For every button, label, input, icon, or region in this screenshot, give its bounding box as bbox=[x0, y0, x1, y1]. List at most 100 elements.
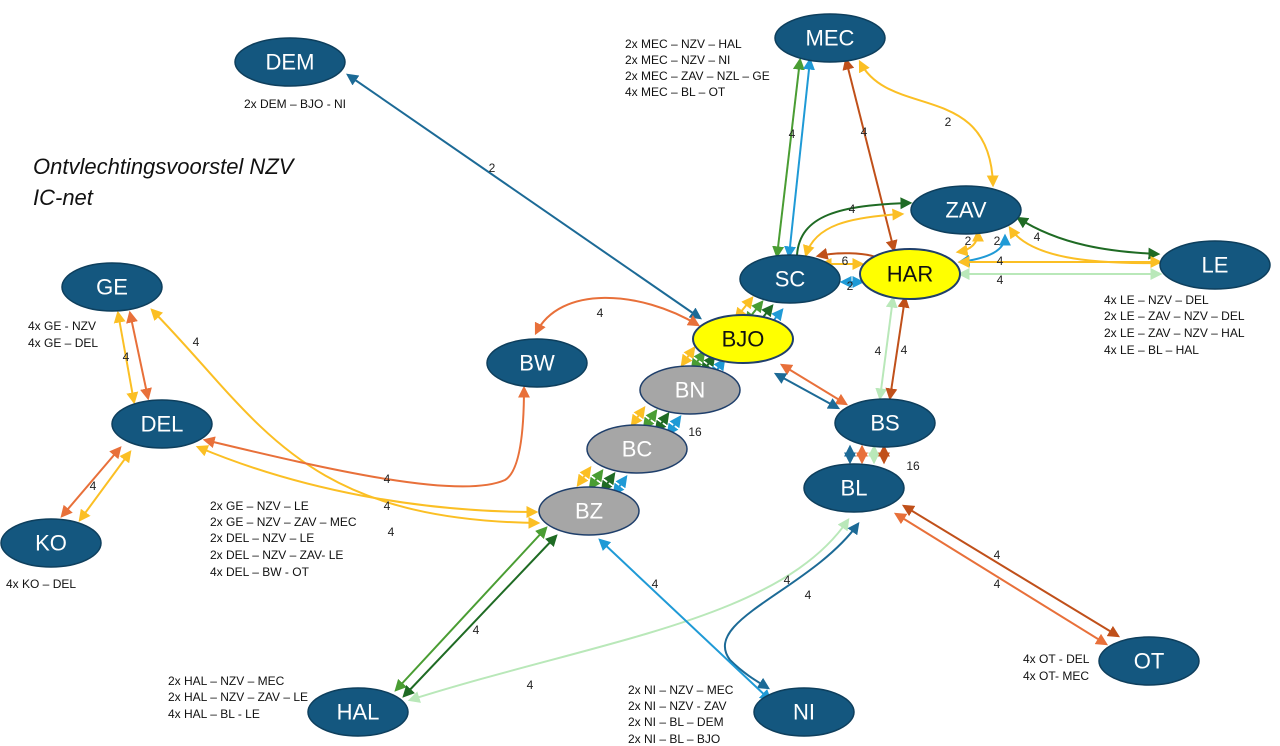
node-label: HAR bbox=[887, 262, 933, 287]
node-label: SC bbox=[775, 267, 806, 292]
label-bw-bjo: 4 bbox=[597, 306, 604, 320]
label-bl-hal: 4 bbox=[784, 573, 791, 587]
label-ge-del: 4 bbox=[123, 350, 130, 364]
note-hal: 2x HAL – NZV – MEC 2x HAL – NZV – ZAV – … bbox=[168, 674, 308, 721]
node-label: OT bbox=[1134, 649, 1165, 674]
edge-sc-zav-yellow bbox=[803, 208, 905, 258]
label-ge-bz: 4 bbox=[193, 335, 200, 349]
node-mec[interactable]: MEC bbox=[774, 13, 886, 63]
node-bjo[interactable]: BJO bbox=[692, 314, 794, 364]
note-line: 2x GE – NZV – ZAV – MEC bbox=[210, 515, 357, 529]
node-label: BW bbox=[519, 351, 555, 376]
edge-bw-bjo bbox=[534, 296, 701, 336]
note-line: 2x MEC – NZV – NI bbox=[625, 53, 730, 67]
label-mec-sc: 4 bbox=[789, 127, 796, 141]
node-label: DEL bbox=[141, 412, 184, 437]
note-ko: 4x KO – DEL bbox=[6, 577, 76, 591]
node-le[interactable]: LE bbox=[1159, 240, 1271, 290]
label-sc-har-bottom: 2 bbox=[847, 279, 854, 293]
node-label: DEM bbox=[266, 50, 315, 75]
label-bl-ni: 4 bbox=[805, 588, 812, 602]
node-dem[interactable]: DEM bbox=[234, 37, 346, 87]
node-ko[interactable]: KO bbox=[0, 518, 102, 568]
note-line: 2x HAL – NZV – ZAV – LE bbox=[168, 690, 308, 704]
label-bz-ni: 4 bbox=[652, 577, 659, 591]
edge-bl-ot-orange bbox=[893, 512, 1109, 646]
node-sc[interactable]: SC bbox=[739, 254, 841, 304]
note-line: 4x KO – DEL bbox=[6, 577, 76, 591]
node-bc[interactable]: BC bbox=[586, 424, 688, 474]
label-dem-bjo: 2 bbox=[489, 161, 496, 175]
edge-har-bs-orange bbox=[885, 295, 910, 401]
edge-labels: 2 4 4 2 4 6 2 2 2 4 4 4 4 4 4 4 4 16 16 … bbox=[90, 115, 1041, 692]
note-line: 4x MEC – BL – OT bbox=[625, 85, 726, 99]
label-zav-le: 4 bbox=[1034, 230, 1041, 244]
label-sc-zav: 4 bbox=[849, 202, 856, 216]
edge-del-bz bbox=[195, 445, 539, 518]
note-line: 4x DEL – BW - OT bbox=[210, 565, 310, 579]
note-dem: 2x DEM – BJO - NI bbox=[244, 97, 346, 111]
note-del: 2x GE – NZV – LE 2x GE – NZV – ZAV – MEC… bbox=[210, 499, 357, 579]
node-ni[interactable]: NI bbox=[753, 687, 855, 737]
node-bn[interactable]: BN bbox=[639, 365, 741, 415]
node-ge[interactable]: GE bbox=[61, 262, 163, 312]
label-har-bs-right: 4 bbox=[901, 343, 908, 357]
edge-bz-hal-green bbox=[394, 526, 548, 692]
note-line: 2x MEC – NZV – HAL bbox=[625, 37, 742, 51]
label-mec-har: 4 bbox=[861, 125, 868, 139]
edge-bn-bc-yellow bbox=[630, 406, 646, 427]
label-har-bs-left: 4 bbox=[875, 344, 882, 358]
node-label: KO bbox=[35, 531, 67, 556]
node-label: ZAV bbox=[945, 198, 986, 223]
note-line: 4x LE – BL – HAL bbox=[1104, 343, 1199, 357]
note-line: 2x NI – BL – DEM bbox=[628, 715, 724, 729]
note-le: 4x LE – NZV – DEL 2x LE – ZAV – NZV – DE… bbox=[1104, 293, 1245, 357]
node-label: GE bbox=[96, 275, 128, 300]
label-del-bz: 4 bbox=[384, 499, 391, 513]
node-hal[interactable]: HAL bbox=[307, 687, 409, 737]
title-line-1: Ontvlechtingsvoorstel NZV bbox=[33, 154, 296, 179]
node-label: BS bbox=[870, 411, 899, 436]
note-line: 2x DEL – NZV – LE bbox=[210, 531, 314, 545]
note-line: 2x DEM – BJO - NI bbox=[244, 97, 346, 111]
node-label: NI bbox=[793, 700, 815, 725]
node-label: HAL bbox=[337, 700, 380, 725]
note-line: 4x GE – DEL bbox=[28, 336, 98, 350]
label-bl-ot-bottom: 4 bbox=[994, 577, 1001, 591]
node-har[interactable]: HAR bbox=[859, 248, 961, 300]
edge-bjo-bs-blue bbox=[773, 372, 841, 410]
edge-bc-bz-yellow bbox=[576, 466, 592, 487]
note-line: 2x MEC – ZAV – NZL – GE bbox=[625, 69, 770, 83]
node-label: BC bbox=[622, 437, 653, 462]
edge-bl-hal bbox=[407, 518, 850, 703]
label-ge-bz-low: 4 bbox=[388, 525, 395, 539]
edge-mec-sc-blue bbox=[784, 57, 815, 259]
edge-mec-zav bbox=[858, 59, 999, 188]
node-bs[interactable]: BS bbox=[834, 398, 936, 448]
node-zav[interactable]: ZAV bbox=[910, 185, 1022, 235]
edge-bz-hal-darkgreen bbox=[402, 534, 558, 698]
note-ni: 2x NI – NZV – MEC 2x NI – NZV - ZAV 2x N… bbox=[628, 683, 734, 746]
edge-del-ko-yellow bbox=[78, 450, 132, 522]
note-line: 2x LE – ZAV – NZV – HAL bbox=[1104, 326, 1245, 340]
edge-zav-le bbox=[1015, 216, 1161, 260]
edge-bjo-bn-yellow bbox=[680, 346, 696, 367]
edge-del-bw bbox=[202, 385, 530, 488]
label-bs-bl: 16 bbox=[906, 459, 920, 473]
label-del-bw: 4 bbox=[384, 472, 391, 486]
note-line: 2x LE – ZAV – NZV – DEL bbox=[1104, 309, 1245, 323]
edge-bz-ni bbox=[598, 538, 772, 702]
node-bl[interactable]: BL bbox=[803, 463, 905, 513]
node-ot[interactable]: OT bbox=[1098, 636, 1200, 686]
node-label: BN bbox=[675, 378, 706, 403]
note-line: 4x OT - DEL bbox=[1023, 652, 1090, 666]
node-del[interactable]: DEL bbox=[111, 399, 213, 449]
edge-mec-sc-green bbox=[772, 57, 805, 259]
node-label: BZ bbox=[575, 499, 603, 524]
node-bw[interactable]: BW bbox=[486, 338, 588, 388]
nodes-layer: DEM MEC ZAV LE HAR SC BJO GE BW BN DEL B… bbox=[0, 13, 1271, 737]
node-bz[interactable]: BZ bbox=[538, 486, 640, 536]
label-hal-bl-low: 4 bbox=[527, 678, 534, 692]
note-line: 2x NI – NZV - ZAV bbox=[628, 699, 726, 713]
note-line: 4x HAL – BL - LE bbox=[168, 707, 260, 721]
